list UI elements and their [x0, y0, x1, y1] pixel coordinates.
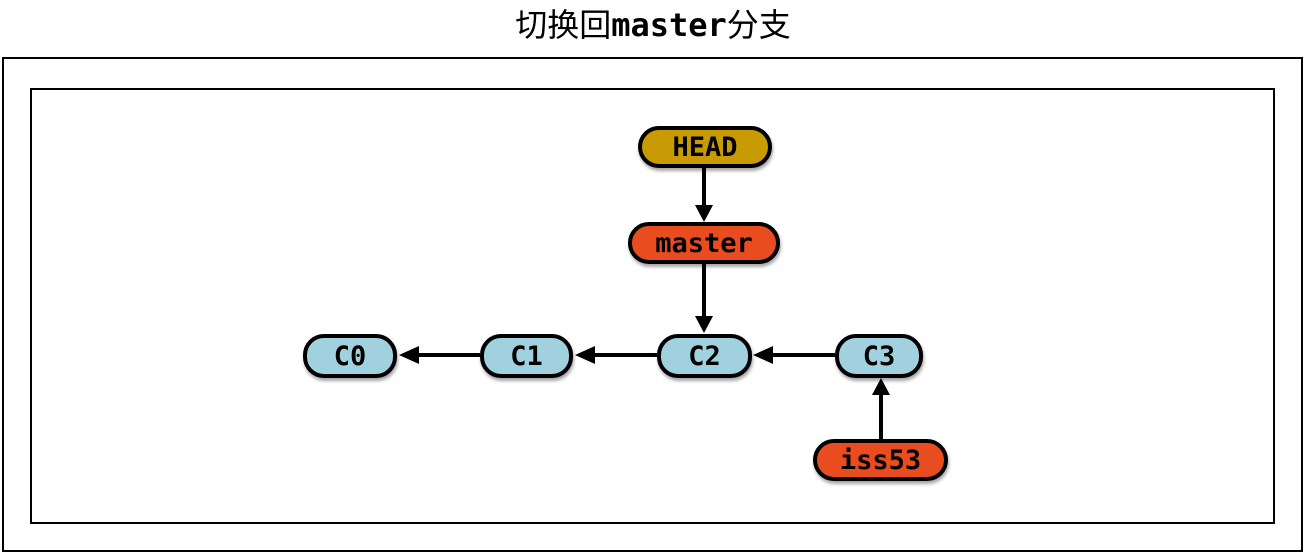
branch-node-master: master — [628, 222, 780, 264]
edge-iss53-to-c3-line — [879, 395, 883, 439]
diagram-title: 切换回master分支 — [0, 6, 1306, 44]
edge-c2-to-c1-line — [595, 353, 657, 357]
head-pointer-node: HEAD — [638, 126, 772, 168]
edge-head-to-master-line — [702, 168, 706, 207]
edge-c3-to-c2-line — [773, 353, 835, 357]
inner-frame — [30, 88, 1275, 524]
commit-node-c2: C2 — [657, 334, 752, 378]
outer-frame — [2, 57, 1303, 552]
edge-head-to-master-arrowhead — [695, 205, 713, 222]
edge-iss53-to-c3-arrowhead — [872, 378, 890, 395]
commit-node-c1: C1 — [480, 334, 573, 378]
commit-node-c0: C0 — [303, 334, 397, 378]
title-branch-name: master — [611, 6, 727, 44]
edge-c1-to-c0-line — [419, 353, 480, 357]
title-suffix: 分支 — [726, 6, 791, 44]
title-prefix: 切换回 — [515, 6, 612, 44]
edge-c3-to-c2-arrowhead — [753, 346, 773, 364]
branch-node-iss53: iss53 — [813, 439, 948, 481]
edge-c1-to-c0-arrowhead — [399, 346, 419, 364]
edge-master-to-c2-arrowhead — [695, 316, 713, 333]
commit-node-c3: C3 — [835, 334, 923, 378]
edge-master-to-c2-line — [702, 264, 706, 317]
edge-c2-to-c1-arrowhead — [575, 346, 595, 364]
